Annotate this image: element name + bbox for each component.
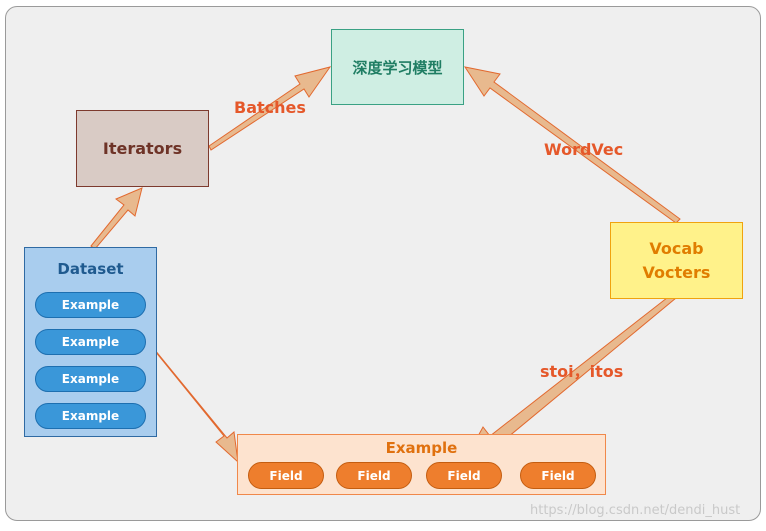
example-box: Example Field Field Field Field	[237, 434, 606, 495]
deep-learning-model-box: 深度学习模型	[331, 29, 464, 105]
vocab-label-line2: Vocters	[642, 262, 711, 282]
dataset-example-pill: Example	[35, 366, 146, 392]
edge-label-batches: Batches	[234, 98, 306, 117]
model-label: 深度学习模型	[352, 58, 443, 77]
arrow-iterators-to-model	[208, 66, 332, 151]
field-pill: Field	[426, 462, 502, 489]
dataset-example-pill: Example	[35, 292, 146, 318]
field-pill: Field	[520, 462, 596, 489]
example-title: Example	[385, 439, 458, 457]
dataset-example-pill: Example	[35, 403, 146, 429]
edge-label-wordvec: WordVec	[544, 140, 624, 159]
iterators-label: Iterators	[102, 139, 183, 158]
watermark-text: https://blog.csdn.net/dendi_hust	[530, 503, 741, 518]
vocab-label-line1: Vocab	[649, 238, 704, 258]
arrow-dataset-to-example	[145, 339, 239, 464]
arrow-vocab-to-model	[463, 66, 681, 224]
dataset-box: Dataset Example Example Example Example	[24, 247, 157, 437]
arrow-dataset-to-iterators	[90, 187, 143, 250]
edge-label-stoi-itos: stoi，itos	[540, 362, 624, 381]
field-pill: Field	[336, 462, 412, 489]
iterators-box: Iterators	[76, 110, 209, 187]
vocab-box: Vocab Vocters	[610, 222, 743, 299]
dataset-example-pill: Example	[35, 329, 146, 355]
field-pill: Field	[248, 462, 324, 489]
dataset-title: Dataset	[57, 260, 124, 278]
